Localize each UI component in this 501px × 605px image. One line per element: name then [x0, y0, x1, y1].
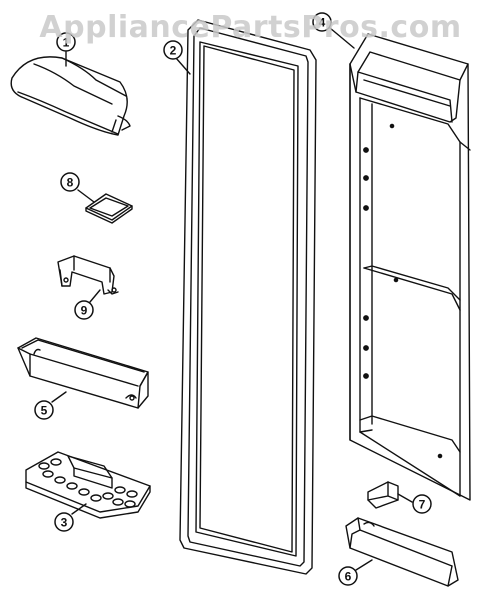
- callout-5: 5: [34, 400, 54, 420]
- leader-6: [355, 559, 373, 571]
- callout-9: 9: [74, 300, 94, 320]
- leader-7: [397, 493, 413, 503]
- leader-5: [51, 391, 67, 403]
- part-5-bin: [17, 337, 149, 409]
- leader-8: [77, 189, 95, 203]
- callout-6: 6: [338, 566, 358, 586]
- part-9-bracket: [57, 255, 119, 295]
- callout-3-label: 3: [61, 516, 68, 530]
- callout-1: 1: [56, 32, 76, 52]
- callout-7: 7: [412, 494, 432, 514]
- part-6-door-bin: [345, 517, 459, 587]
- part-dairy-door: [10, 56, 131, 136]
- callout-9-label: 9: [81, 304, 88, 318]
- callout-4-label: 4: [319, 16, 326, 30]
- callout-5-label: 5: [41, 404, 48, 418]
- part-3-egg-tray: [25, 451, 151, 519]
- leader-lines: [51, 27, 413, 571]
- callout-1-label: 1: [63, 36, 70, 50]
- part-8-clip: [85, 193, 133, 224]
- callout-2: 2: [163, 40, 183, 60]
- part-2-door-gasket: [179, 19, 317, 575]
- callout-7-label: 7: [419, 498, 426, 512]
- leader-2: [175, 57, 191, 75]
- leader-4: [329, 27, 355, 49]
- callout-8: 8: [60, 172, 80, 192]
- callout-8-label: 8: [67, 176, 74, 190]
- callout-2-label: 2: [170, 44, 177, 58]
- leader-9: [89, 289, 101, 303]
- part-7-bracket: [367, 481, 399, 509]
- callout-3: 3: [54, 512, 74, 532]
- callout-6-label: 6: [345, 570, 352, 584]
- part-4-door-liner: [349, 33, 471, 501]
- callout-4: 4: [312, 12, 332, 32]
- watermark: AppliancePartsPros.com: [39, 10, 462, 45]
- leader-3: [71, 503, 87, 515]
